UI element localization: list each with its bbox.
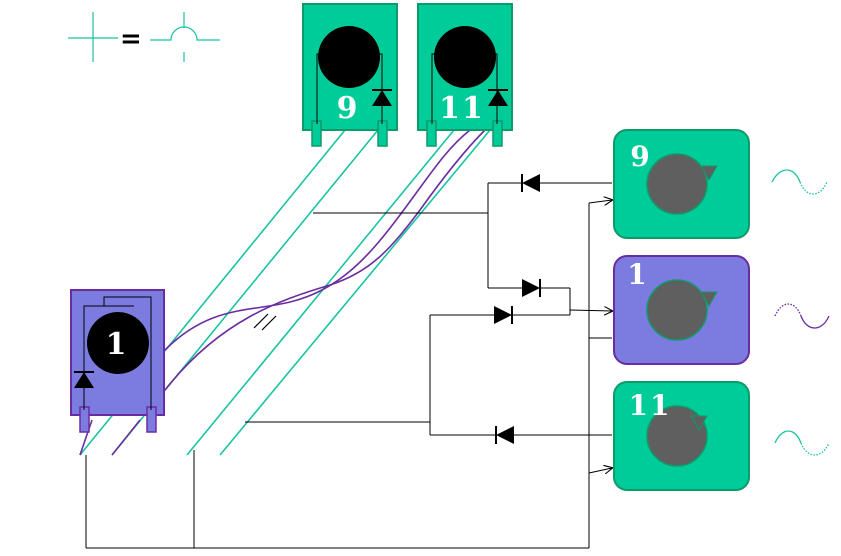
output-11-knob — [646, 405, 708, 467]
crossing-legend: = — [68, 12, 220, 62]
module-1-disk — [87, 312, 149, 374]
wire-bundle — [79, 129, 491, 456]
output-11-label: 11 — [629, 389, 672, 422]
equals-symbol: = — [120, 24, 142, 54]
wave-icon-11 — [774, 430, 830, 456]
diode-middle-lower — [494, 306, 513, 324]
module-9-disk — [318, 26, 380, 88]
diode-top — [521, 174, 540, 192]
wave-icon-1 — [774, 303, 830, 329]
diode-bottom — [495, 426, 514, 444]
output-9-label: 9 — [630, 140, 649, 173]
diode-middle-upper — [522, 279, 541, 297]
output-9: 9 — [613, 129, 750, 239]
module-11-disk — [434, 26, 496, 88]
output-11: 11 — [613, 381, 750, 491]
output-1-knob — [646, 279, 708, 341]
output-1-label: 1 — [627, 258, 646, 291]
output-9-knob — [646, 153, 708, 215]
module-11-label: 11 — [439, 91, 485, 126]
crossing-mark — [253, 313, 277, 331]
module-1: 1 — [70, 289, 165, 433]
wave-icon-9 — [771, 169, 828, 195]
module-9: 9 — [302, 3, 398, 147]
module-9-label: 9 — [337, 91, 358, 126]
output-1: 1 — [613, 255, 750, 365]
module-1-label: 1 — [106, 327, 127, 362]
module-11: 11 — [417, 3, 513, 147]
